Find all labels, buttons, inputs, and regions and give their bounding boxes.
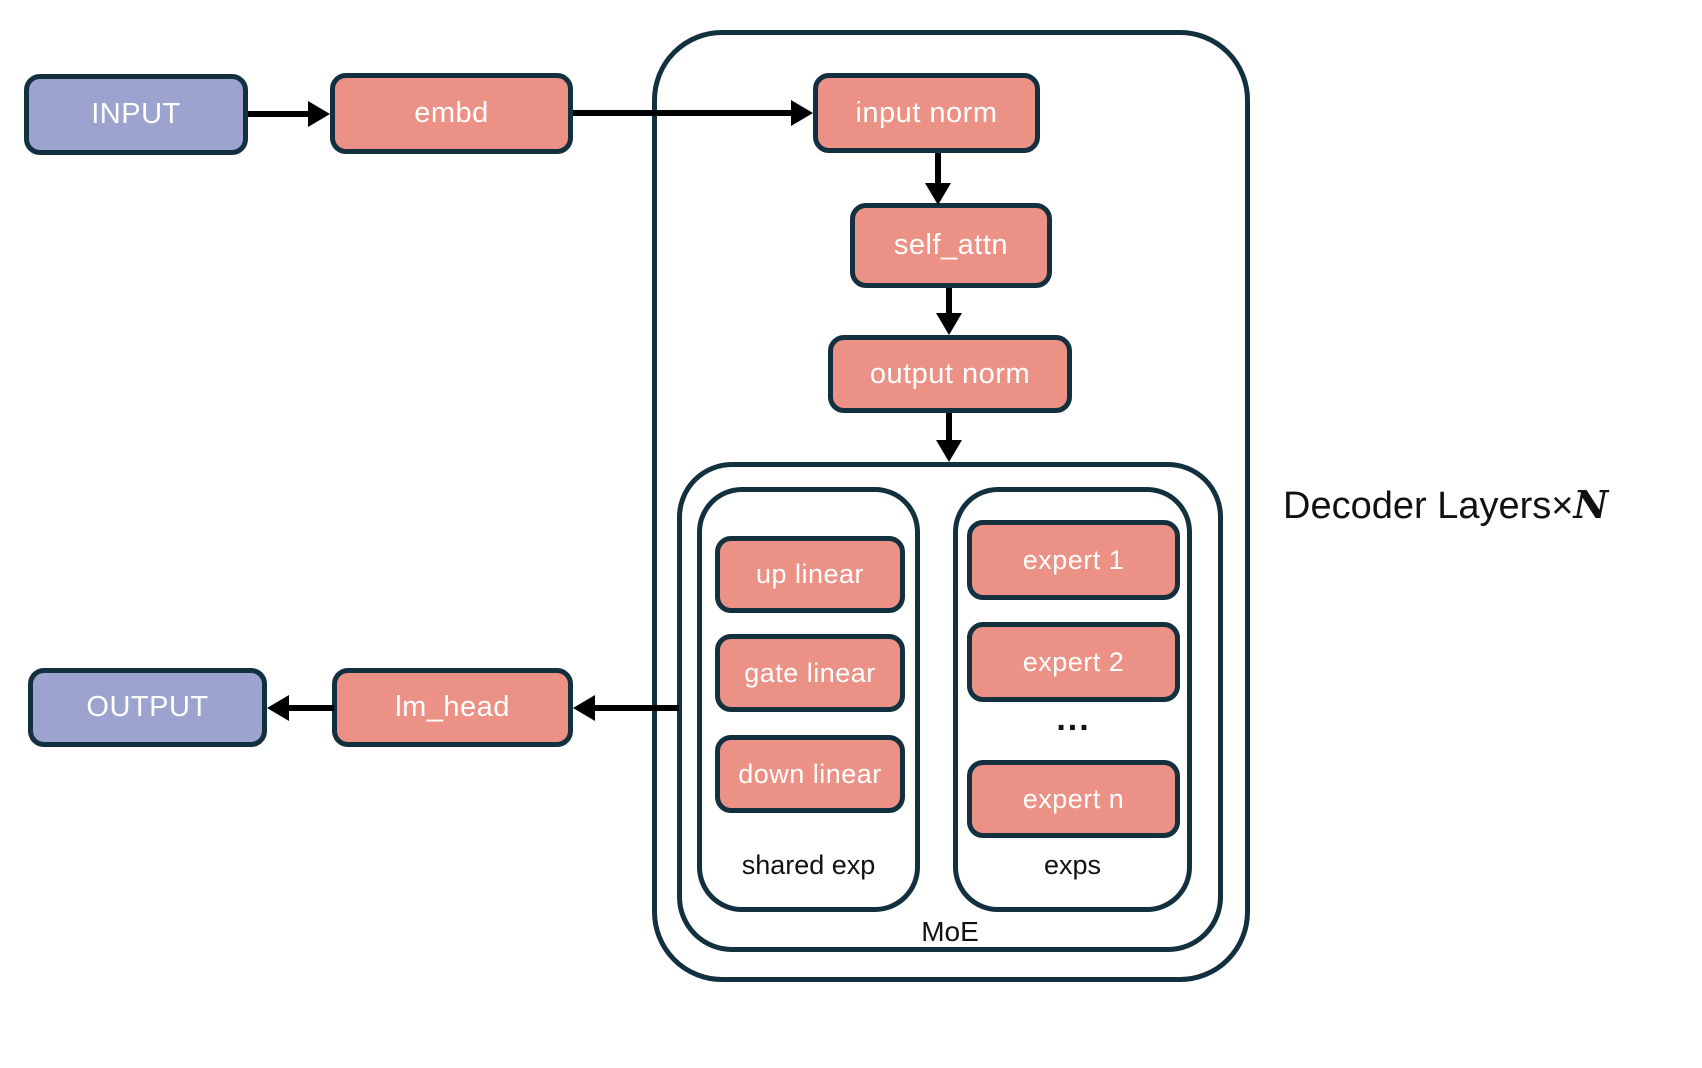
experts-container bbox=[953, 487, 1192, 912]
input-node-label: INPUT bbox=[91, 98, 181, 130]
arrowhead-input-norm-to-self-attn bbox=[925, 183, 951, 205]
expert-n-node-label: expert n bbox=[1022, 783, 1125, 814]
gate-linear-node: gate linear bbox=[715, 634, 905, 712]
output-norm-node: output norm bbox=[828, 335, 1072, 413]
shared-expert-container bbox=[697, 487, 920, 912]
self-attn-node: self_attn bbox=[850, 203, 1052, 288]
arrowhead-moe-to-lm-head bbox=[573, 695, 595, 721]
expert-n-node: expert n bbox=[967, 760, 1180, 838]
output-node-label: OUTPUT bbox=[86, 691, 209, 723]
decoder-layers-title: Decoder Layers×N bbox=[1283, 482, 1608, 528]
up-linear-node: up linear bbox=[715, 536, 905, 613]
expert-2-node-label: expert 2 bbox=[1022, 646, 1125, 677]
expert-2-node: expert 2 bbox=[967, 622, 1180, 702]
output-norm-node-label: output norm bbox=[869, 357, 1031, 390]
embd-node: embd bbox=[330, 73, 573, 154]
moe-caption: MoE bbox=[921, 916, 979, 947]
lm-head-node-label: lm_head bbox=[395, 691, 510, 723]
expert-1-node: expert 1 bbox=[967, 520, 1180, 600]
arrow-self-attn-to-output-norm bbox=[946, 288, 952, 315]
arrow-input-to-embd bbox=[248, 111, 310, 117]
self-attn-node-label: self_attn bbox=[893, 229, 1009, 261]
lm-head-node: lm_head bbox=[332, 668, 573, 747]
up-linear-node-label: up linear bbox=[755, 559, 865, 589]
arrowhead-input-to-embd bbox=[308, 101, 330, 127]
down-linear-node: down linear bbox=[715, 735, 905, 813]
arrow-input-norm-to-self-attn bbox=[935, 153, 941, 185]
moe-container bbox=[677, 462, 1223, 952]
arrow-output-norm-to-moe bbox=[946, 413, 952, 442]
arrowhead-embd-to-input-norm bbox=[791, 100, 813, 126]
exps-caption: exps bbox=[1043, 850, 1102, 880]
decoder-layers-container bbox=[652, 30, 1250, 982]
output-node: OUTPUT bbox=[28, 668, 267, 747]
arrow-moe-to-lm-head bbox=[595, 705, 679, 711]
experts-ellipsis: ... bbox=[1056, 700, 1091, 738]
arrowhead-lm-head-to-output bbox=[267, 695, 289, 721]
shared-exp-caption: shared exp bbox=[741, 850, 876, 880]
arrowhead-output-norm-to-moe bbox=[936, 440, 962, 462]
gate-linear-node-label: gate linear bbox=[744, 657, 876, 688]
input-norm-node: input norm bbox=[813, 73, 1040, 153]
decoder-layers-title-n: N bbox=[1573, 482, 1609, 527]
arrow-embd-to-input-norm bbox=[573, 110, 793, 116]
decoder-layers-title-text: Decoder Layers× bbox=[1283, 485, 1574, 527]
arrowhead-self-attn-to-output-norm bbox=[936, 313, 962, 335]
expert-1-node-label: expert 1 bbox=[1022, 544, 1125, 575]
input-norm-node-label: input norm bbox=[855, 96, 998, 129]
arrow-lm-head-to-output bbox=[289, 705, 334, 711]
embd-node-label: embd bbox=[414, 97, 489, 129]
input-node: INPUT bbox=[24, 74, 248, 155]
down-linear-node-label: down linear bbox=[738, 758, 882, 789]
